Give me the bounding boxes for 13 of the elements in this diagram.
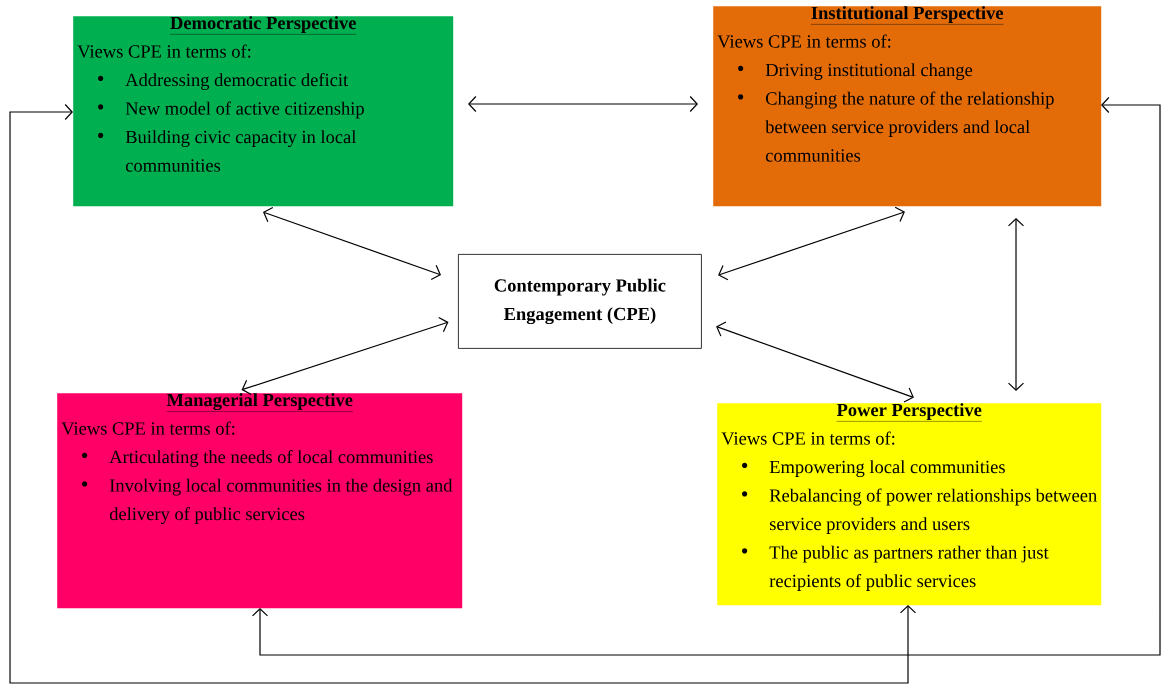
perspective-box: Institutional Perspective Views CPE in terms of: Driving institutional change Changing the nature of the relationship between service providers and local communities — [713, 6, 1102, 207]
arrow — [262, 206, 442, 281]
arrow — [9, 103, 917, 684]
arrow — [241, 316, 449, 396]
concept-box: Contemporary Public Engagement (CPE) — [458, 254, 702, 349]
arrow — [251, 96, 1161, 656]
arrow — [1007, 218, 1025, 391]
perspective-box: Power Perspective Views CPE in terms of: Empowering local communities Rebalancing of power relationships between service providers and users The public as partners rather than just recipients of public services — [717, 403, 1102, 606]
arrow — [718, 206, 905, 281]
arrow — [468, 95, 698, 113]
perspective-box: Democratic Perspective Views CPE in terms of: Addressing democratic deficit New model of active citizenship Building civic capacity in local communities — [73, 16, 454, 207]
arrow — [716, 321, 914, 403]
perspective-box: Managerial Perspective Views CPE in terms of: Articulating the needs of local communities Involving local communities in the design and delivery of public services — [57, 393, 463, 609]
